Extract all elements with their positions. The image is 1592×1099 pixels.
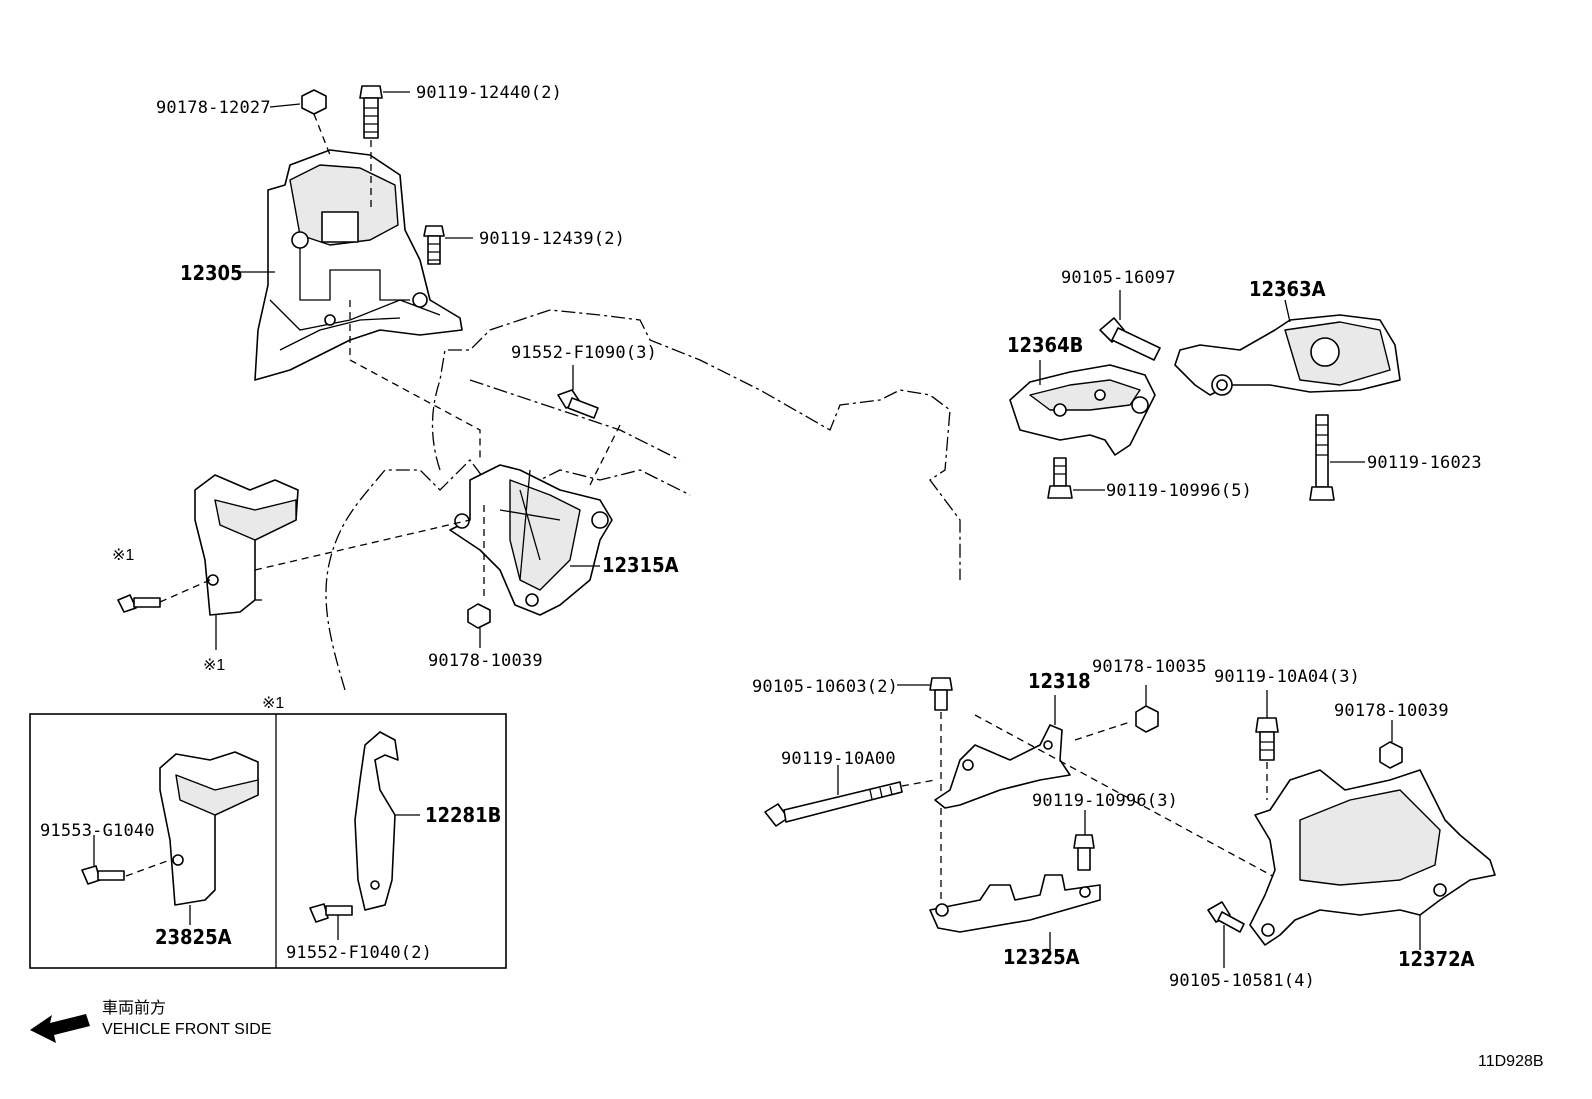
bolt-90105-16097 (1099, 290, 1161, 361)
bolt-90119-10A04 (1255, 690, 1279, 800)
bolt-ref1 (117, 579, 211, 613)
label-12325A: 12325A (1003, 945, 1080, 969)
label-90119-12439: 90119-12439(2) (479, 229, 625, 249)
label-90119-12440: 90119-12440(2) (416, 83, 562, 103)
label-ref1-bracket: ※1 (203, 657, 225, 674)
bolt-91552-F1040 (309, 903, 353, 940)
engine-bracket-12315A (449, 464, 613, 616)
mount-bracket-12364B (1009, 360, 1156, 456)
label-91552-F1090: 91552-F1090(3) (511, 343, 657, 363)
label-90105-10603: 90105-10603(2) (752, 677, 898, 697)
label-90105-16097: 90105-16097 (1061, 268, 1176, 288)
inset-box (29, 713, 507, 969)
torque-rod-12363A (1174, 299, 1401, 396)
nut-90178-10035 (1135, 685, 1159, 733)
label-90119-10A04: 90119-10A04(3) (1214, 667, 1360, 687)
label-90178-10039-b: 90178-10039 (1334, 701, 1449, 721)
label-90178-12027: 90178-12027 (156, 98, 271, 118)
bolt-90119-10996-5 (1047, 457, 1105, 499)
bolt-91553-G1040 (81, 835, 171, 885)
legend-japanese: 車両前方 (102, 999, 166, 1017)
mount-12372A (1249, 769, 1496, 950)
label-90178-10039-a: 90178-10039 (428, 651, 543, 671)
nut-90178-10039-b (1379, 720, 1403, 769)
bolt-90119-12440 (359, 85, 410, 210)
label-ref1-bolt: ※1 (112, 547, 134, 564)
nut-90178-10039-a (467, 603, 491, 648)
bolt-90105-10581 (1207, 901, 1245, 968)
plate-12325A (929, 874, 1101, 950)
label-91553-G1040: 91553-G1040 (40, 821, 155, 841)
label-12315A: 12315A (602, 553, 679, 577)
legend-english: VEHICLE FRONT SIDE (102, 1021, 272, 1038)
engine-outline (325, 309, 961, 691)
bolt-90119-16023 (1309, 414, 1365, 501)
bracket-23825A (159, 751, 259, 925)
label-12364B: 12364B (1007, 333, 1083, 357)
label-90119-10996-3: 90119-10996(3) (1032, 791, 1178, 811)
bolt-91552-F1090 (557, 365, 621, 486)
bolt-90119-12439 (423, 225, 473, 265)
bolt-90105-10603 (897, 677, 953, 900)
diagram-code: 11D928B (1478, 1053, 1544, 1070)
label-12372A: 12372A (1398, 947, 1475, 971)
label-12305: 12305 (180, 261, 243, 285)
label-23825A: 23825A (155, 925, 232, 949)
arrow-left-icon (30, 1014, 90, 1043)
engine-mount-12305 (254, 149, 463, 381)
bracket-12318 (934, 695, 1071, 809)
bolt-90119-10A00 (764, 765, 936, 827)
label-90119-10996-5: 90119-10996(5) (1106, 481, 1252, 501)
label-12363A: 12363A (1249, 277, 1326, 301)
label-90119-16023: 90119-16023 (1367, 453, 1482, 473)
label-ref1-inset: ※1 (262, 695, 284, 712)
bolt-90119-10996-3 (1073, 810, 1095, 871)
bracket-ref1 (194, 474, 299, 650)
label-90178-10035: 90178-10035 (1092, 657, 1207, 677)
hanger-12281B (354, 731, 420, 911)
label-90105-10581: 90105-10581(4) (1169, 971, 1315, 991)
label-12318: 12318 (1028, 669, 1091, 693)
nut-90178-12027 (301, 89, 331, 156)
label-90119-10A00: 90119-10A00 (781, 749, 896, 769)
label-12281B: 12281B (425, 803, 501, 827)
label-91552-F1040: 91552-F1040(2) (286, 943, 432, 963)
